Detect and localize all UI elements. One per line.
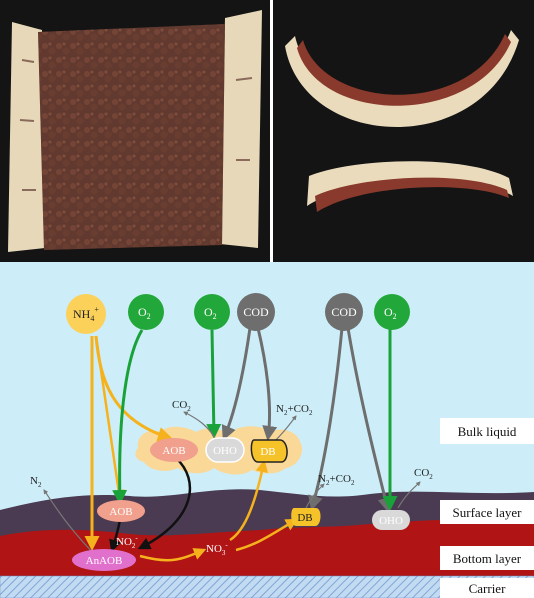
o2-source-node-middle: O2 [194, 294, 230, 330]
legend-bulk-liquid: Bulk liquid [440, 418, 534, 444]
ion-no3: NO3- [206, 541, 228, 557]
cod-source-node-left: COD [237, 293, 275, 331]
o2-left-sub: 2 [147, 312, 151, 321]
aob-surface-label: AOB [109, 506, 132, 518]
co2-surface-sub: 2 [429, 473, 433, 481]
no2-base: NO [116, 536, 132, 548]
aob-surface-cell: AOB [97, 500, 145, 522]
anaob-label: AnAOB [86, 555, 123, 567]
nitrogen-removal-diagram: NH4+ O2 O2 COD COD O2 AOB OHO [0, 262, 534, 598]
gas-n2-co2-surface: N2+CO2 [318, 473, 355, 487]
oho-surface-cell: OHO [372, 510, 410, 530]
co2-surface-base: CO [414, 467, 429, 479]
o2-right-base: O [384, 305, 393, 319]
nh4-sub: 4 [90, 314, 94, 323]
db-surface-label: DB [297, 512, 312, 524]
legend-surface-layer-label: Surface layer [453, 505, 523, 520]
o2-middle-sub: 2 [213, 312, 217, 321]
aob-bulk-cell: AOB [150, 438, 198, 462]
n2co2-surface-p2: +CO [329, 473, 351, 485]
nh4-base: NH [73, 307, 91, 321]
legend-bottom-layer: Bottom layer [440, 546, 534, 570]
n2co2-bulk-p2: +CO [287, 403, 309, 415]
n2-base: N [30, 475, 38, 487]
legend-carrier: Carrier [440, 578, 534, 598]
photo-carrier-top-view [0, 0, 270, 262]
n2co2-surface-p1: N [318, 473, 326, 485]
co2-bulk-sub: 2 [187, 405, 191, 413]
cod-left-label: COD [243, 305, 269, 319]
nh4-sup: + [94, 305, 99, 314]
o2-source-node-right: O2 [374, 294, 410, 330]
photo-carrier-cross-sections [273, 0, 534, 262]
cod-right-label: COD [331, 305, 357, 319]
legend-surface-layer: Surface layer [440, 500, 534, 524]
o2-left-base: O [138, 305, 147, 319]
o2-source-node-left: O2 [128, 294, 164, 330]
legend-bottom-layer-label: Bottom layer [453, 551, 522, 566]
oho-surface-label: OHO [379, 515, 403, 527]
legend-carrier-label: Carrier [469, 581, 506, 596]
db-surface-cell: DB [291, 508, 320, 526]
n2-sub: 2 [38, 481, 42, 489]
ion-no2: NO2- [116, 534, 138, 550]
aob-bulk-label: AOB [162, 445, 185, 457]
anaob-cell: AnAOB [72, 549, 136, 571]
co2-bulk-base: CO [172, 399, 187, 411]
cod-source-node-right: COD [325, 293, 363, 331]
n2co2-bulk-s2: 2 [309, 409, 313, 417]
oho-bulk-label: OHO [213, 445, 237, 457]
o2-middle-base: O [204, 305, 213, 319]
db-bulk-cell: DB [251, 440, 287, 462]
gas-n2-co2-bulk: N2+CO2 [276, 403, 313, 417]
no2-sub: 2 [132, 542, 136, 550]
n2co2-bulk-p1: N [276, 403, 284, 415]
nh4-source-node: NH4+ [66, 294, 106, 334]
o2-right-sub: 2 [393, 312, 397, 321]
no3-base: NO [206, 543, 222, 555]
oho-bulk-cell: OHO [206, 438, 244, 462]
no3-sub: 3 [222, 549, 226, 557]
db-bulk-label: DB [260, 446, 275, 458]
legend-bulk-liquid-label: Bulk liquid [458, 424, 517, 439]
n2co2-surface-s2: 2 [351, 479, 355, 487]
